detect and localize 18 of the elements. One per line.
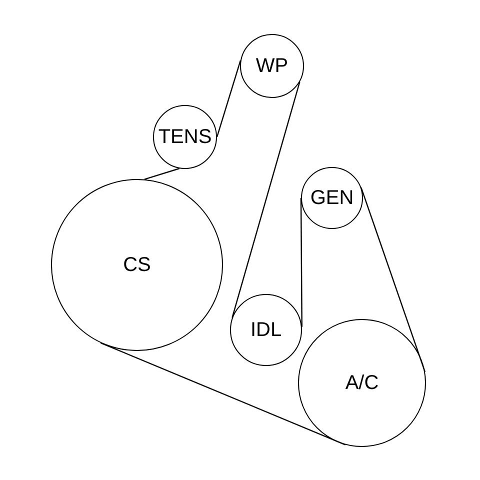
pulley-circle xyxy=(153,105,217,169)
pulley-circle xyxy=(298,319,426,447)
pulley-label: GEN xyxy=(310,186,354,210)
belt-line xyxy=(300,198,302,327)
belt-line xyxy=(232,82,300,318)
belt-line xyxy=(144,168,180,180)
belt-line xyxy=(216,60,242,138)
pulley-circle xyxy=(301,167,363,229)
pulley-label: IDL xyxy=(250,318,282,342)
pulley-label: WP xyxy=(256,54,288,78)
pulley-label: CS xyxy=(123,254,151,276)
pulley-circle xyxy=(240,34,304,98)
pulley-label: A/C xyxy=(345,372,379,394)
pulley-label: TENS xyxy=(158,126,212,148)
belt-line xyxy=(360,187,426,372)
pulley-circle xyxy=(230,294,302,366)
pulley-circle xyxy=(51,179,223,351)
belt-line xyxy=(100,342,346,446)
